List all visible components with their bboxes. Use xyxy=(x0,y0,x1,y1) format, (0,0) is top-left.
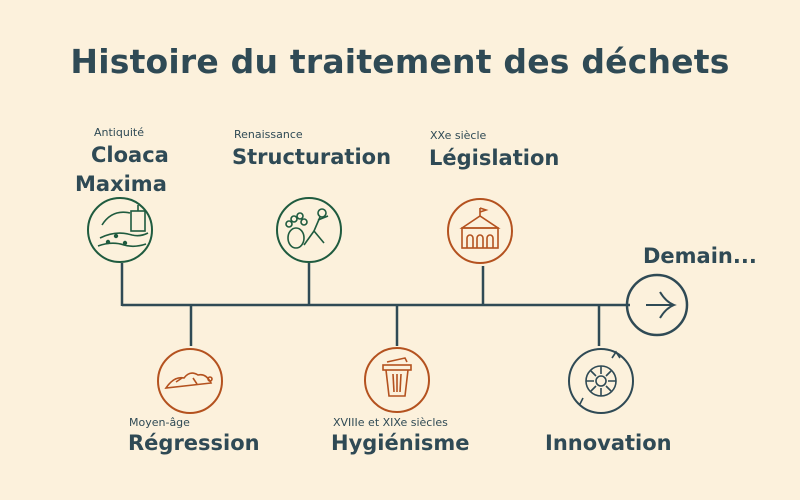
milestone-name-antiquite-line2: Maxima xyxy=(75,172,167,196)
future-label: Demain... xyxy=(643,244,757,268)
milestone-name-renaissance: Structuration xyxy=(232,145,392,169)
milestone-era-xxe: XXe siècle xyxy=(430,129,487,142)
waste-collector-icon xyxy=(276,197,342,263)
milestone-era-xviii-xix: XVIIIe et XIXe siècles xyxy=(333,416,448,429)
waste-pile-icon xyxy=(157,348,223,414)
arrow-right-icon xyxy=(625,273,689,337)
page-title: Histoire du traitement des déchets xyxy=(70,42,730,81)
trash-can-icon xyxy=(364,347,430,413)
public-building-icon xyxy=(447,198,513,264)
cloaca-aqueduct-icon xyxy=(87,197,153,263)
milestone-name-moyen-age: Régression xyxy=(128,431,260,455)
milestone-name-antiquite-line1: Cloaca xyxy=(91,143,169,167)
milestone-era-moyen-age: Moyen-âge xyxy=(129,416,190,429)
milestone-era-renaissance: Renaissance xyxy=(234,128,303,141)
milestone-name-xviii-xix: Hygiénisme xyxy=(331,431,470,455)
milestone-name-innovation: Innovation xyxy=(545,431,672,455)
recycling-gear-icon xyxy=(568,348,634,414)
milestone-era-antiquite: Antiquité xyxy=(94,126,144,139)
milestone-name-xxe: Législation xyxy=(429,146,560,170)
